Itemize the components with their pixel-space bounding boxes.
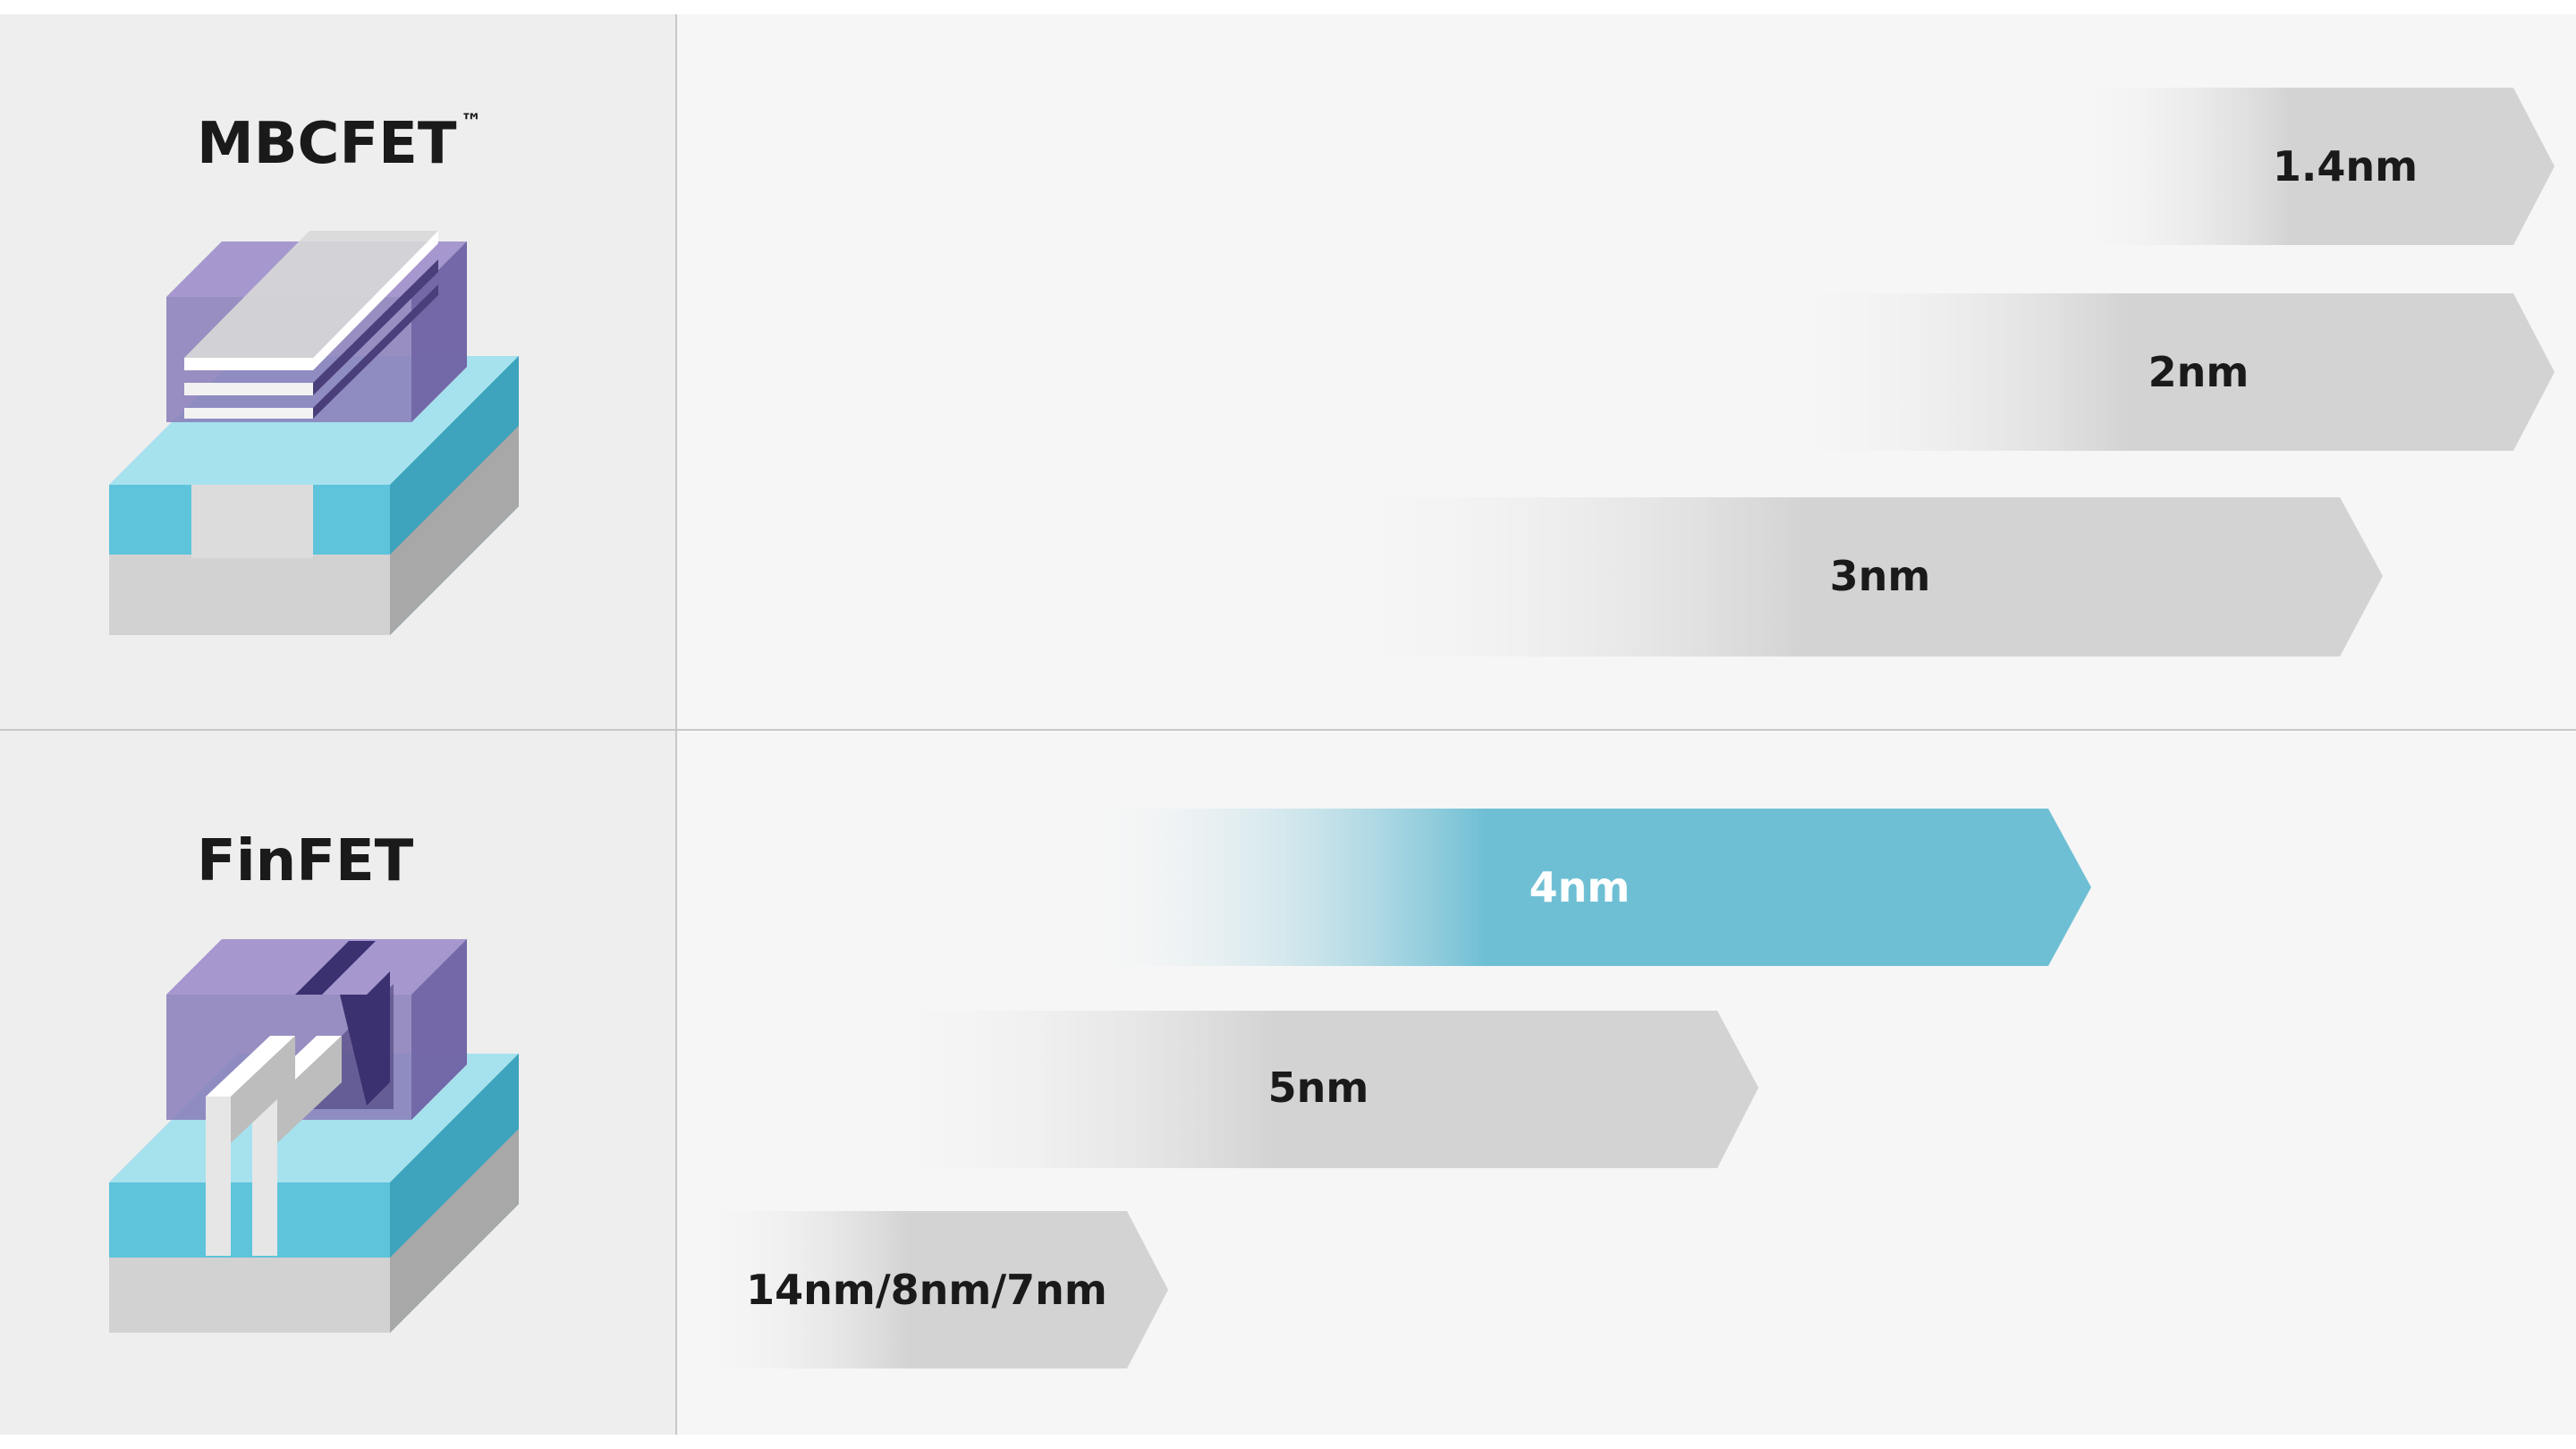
right-panel — [676, 14, 2576, 1449]
node-label-5nm: 5nm — [1268, 1063, 1369, 1112]
node-label-4nm: 4nm — [1530, 863, 1631, 911]
node-arrow-3nm: 3nm — [1331, 497, 2383, 657]
trademark-symbol: ™ — [461, 109, 482, 134]
node-arrow-4nm: 4nm — [1082, 809, 2091, 966]
node-arrow-1-4nm: 1.4nm — [2075, 88, 2555, 245]
top-strip — [0, 0, 2576, 14]
node-arrow-2nm: 2nm — [1780, 293, 2555, 451]
node-label-1-4nm: 1.4nm — [2273, 142, 2418, 191]
node-arrow-5nm: 5nm — [877, 1011, 1758, 1168]
finfet-title: FinFET — [197, 828, 414, 894]
mbcfet-transistor-icon — [109, 231, 519, 635]
mbcfet-title: MBCFET — [197, 111, 457, 177]
node-label-3nm: 3nm — [1830, 552, 1931, 600]
bottom-strip — [0, 1435, 2576, 1449]
node-label-14nm-8nm-7nm: 14nm/8nm/7nm — [746, 1266, 1107, 1314]
finfet-transistor-icon — [109, 939, 519, 1333]
node-label-2nm: 2nm — [2148, 348, 2250, 396]
node-arrow-14nm-8nm-7nm: 14nm/8nm/7nm — [698, 1211, 1168, 1368]
